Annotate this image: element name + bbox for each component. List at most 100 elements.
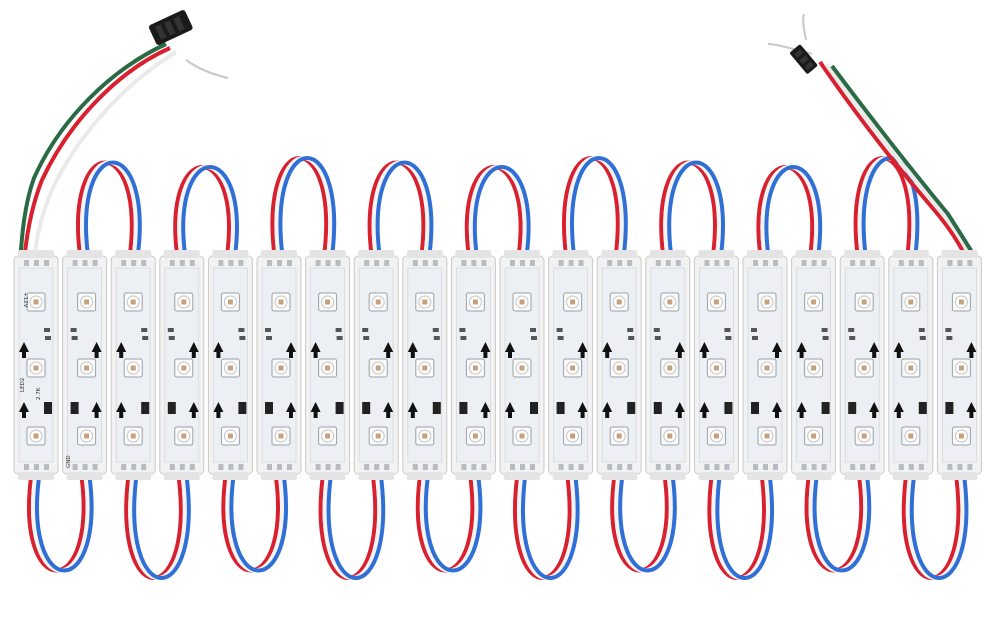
resistor <box>918 328 925 332</box>
module-end-tab <box>552 250 589 258</box>
solder-pad <box>967 260 973 266</box>
left-lead-white-wire <box>32 50 178 263</box>
led-module <box>207 250 253 480</box>
wire-loop-bottom <box>905 468 965 580</box>
solder-pad <box>238 464 244 470</box>
arrow-icon-stem <box>677 351 682 358</box>
driver-ic <box>362 402 371 414</box>
arrow-icon-stem <box>775 351 779 358</box>
wire-loop-top <box>181 165 239 262</box>
led-die <box>811 299 817 305</box>
led-module <box>499 250 545 480</box>
wire-loop-top <box>274 156 333 262</box>
solder-pad <box>384 260 390 266</box>
solder-pad <box>384 464 390 470</box>
solder-pad <box>364 260 370 266</box>
solder-pad <box>578 260 584 266</box>
solder-pad <box>432 464 438 470</box>
led-die <box>667 365 673 371</box>
arrow-icon <box>286 342 296 352</box>
driver-ic <box>918 402 927 414</box>
led-die <box>33 299 39 305</box>
solder-pad <box>568 260 574 266</box>
arrow-icon-stem <box>313 411 318 418</box>
module-end-tab <box>601 472 638 480</box>
arrow-icon <box>674 402 685 412</box>
module-end-tab <box>66 472 103 480</box>
resistor <box>557 336 564 340</box>
led-die <box>519 433 525 439</box>
solder-pad <box>947 464 953 470</box>
led-module <box>596 250 642 480</box>
solder-pad <box>72 260 78 266</box>
arrow-icon <box>480 402 491 412</box>
module-end-tab <box>261 472 297 480</box>
wire-loop-top <box>84 160 142 262</box>
arrow-icon-stem <box>483 411 488 418</box>
solder-pad <box>763 260 768 266</box>
led-module <box>450 250 496 480</box>
module-end-tab <box>358 250 395 258</box>
solder-pad <box>530 464 535 470</box>
pcb-label-led2: LED2 <box>20 378 26 392</box>
module-end-tab <box>844 250 881 258</box>
led-die <box>130 299 136 305</box>
solder-pad <box>850 464 856 470</box>
arrow-icon <box>91 342 102 352</box>
module-end-tab <box>552 472 589 480</box>
led-die <box>570 433 576 439</box>
solder-pad <box>92 260 98 266</box>
pcb-label-ground: GND <box>66 455 72 468</box>
module-end-tab <box>212 250 249 258</box>
arrow-icon-stem <box>896 351 901 358</box>
arrow-icon <box>383 342 394 352</box>
solder-pad <box>763 464 768 470</box>
arrow-icon-stem <box>191 411 196 418</box>
arrow-icon-stem <box>775 411 779 418</box>
led-die <box>764 365 770 371</box>
solder-pad <box>821 464 827 470</box>
resistor <box>168 336 175 340</box>
arrow-icon <box>213 342 224 352</box>
solder-pad <box>617 260 623 266</box>
led-modules <box>13 250 982 480</box>
solder-pad <box>374 260 380 266</box>
arrow-icon-stem <box>702 351 707 358</box>
arrow-icon <box>893 342 904 352</box>
arrow-icon <box>602 342 613 352</box>
led-die <box>570 365 576 371</box>
resistor <box>459 328 466 332</box>
solder-pad <box>957 464 963 470</box>
solder-pad <box>287 260 292 266</box>
arrow-icon-stem <box>191 351 196 358</box>
led-die <box>130 433 136 439</box>
driver-ic <box>141 402 150 414</box>
resistor <box>363 336 370 340</box>
module-end-tab <box>18 472 54 480</box>
wire-loop-top <box>80 160 138 262</box>
arrow-icon-stem <box>22 411 26 418</box>
solder-pad <box>918 464 924 470</box>
solder-pad <box>169 260 175 266</box>
arrow-icon-stem <box>799 351 804 358</box>
wire-loop-top <box>566 156 624 262</box>
arrow-icon-stem <box>872 351 877 358</box>
solder-pad <box>374 464 380 470</box>
resistor <box>70 328 77 332</box>
arrow-icon <box>674 342 685 352</box>
solder-pad <box>627 260 633 266</box>
right-lead-green-wire <box>830 64 980 264</box>
wire-loop-bottom <box>419 468 479 573</box>
resistor <box>724 328 731 332</box>
led-die <box>958 433 964 439</box>
solder-pad <box>325 464 331 470</box>
arrow-icon-stem <box>580 411 585 418</box>
solder-pad <box>179 260 185 266</box>
solder-pad <box>315 260 321 266</box>
solder-pad <box>82 464 88 470</box>
wire-loop-bottom <box>909 468 969 580</box>
led-die <box>616 365 622 371</box>
led-die <box>713 433 719 439</box>
arrow-icon-stem <box>119 351 124 358</box>
solder-pad <box>821 260 827 266</box>
